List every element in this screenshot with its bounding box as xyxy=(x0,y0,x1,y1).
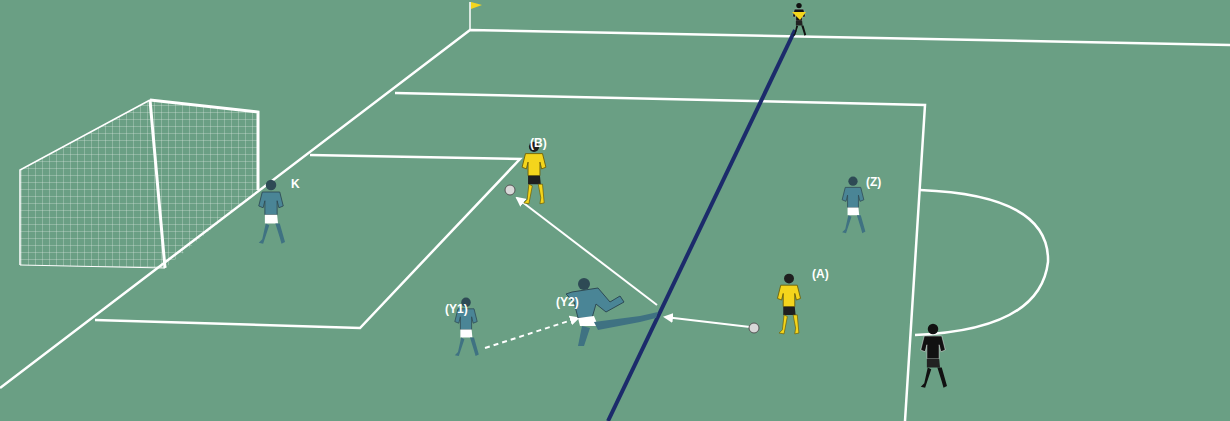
defender-y2-sliding xyxy=(566,278,658,346)
attacker-b xyxy=(522,142,546,204)
assistant-referee xyxy=(792,3,806,36)
player-label: (Y1) xyxy=(445,303,468,315)
pass-arrow xyxy=(665,317,750,327)
defender-z xyxy=(842,177,865,234)
field-lines xyxy=(0,30,1230,421)
goalkeeper xyxy=(259,180,285,244)
goal xyxy=(20,100,258,268)
player-label: (A) xyxy=(812,268,829,280)
player-label: K xyxy=(291,178,300,190)
pass-arrow xyxy=(517,198,657,305)
ball xyxy=(505,185,515,195)
run-arrow xyxy=(485,318,578,348)
player-label: (Y2) xyxy=(556,296,579,308)
referee xyxy=(921,324,947,388)
corner-flag xyxy=(470,2,482,30)
ball xyxy=(749,323,759,333)
offside-line xyxy=(608,30,795,421)
attacker-a xyxy=(777,274,800,334)
player-label: (Z) xyxy=(866,176,881,188)
player-label: (B) xyxy=(530,137,547,149)
